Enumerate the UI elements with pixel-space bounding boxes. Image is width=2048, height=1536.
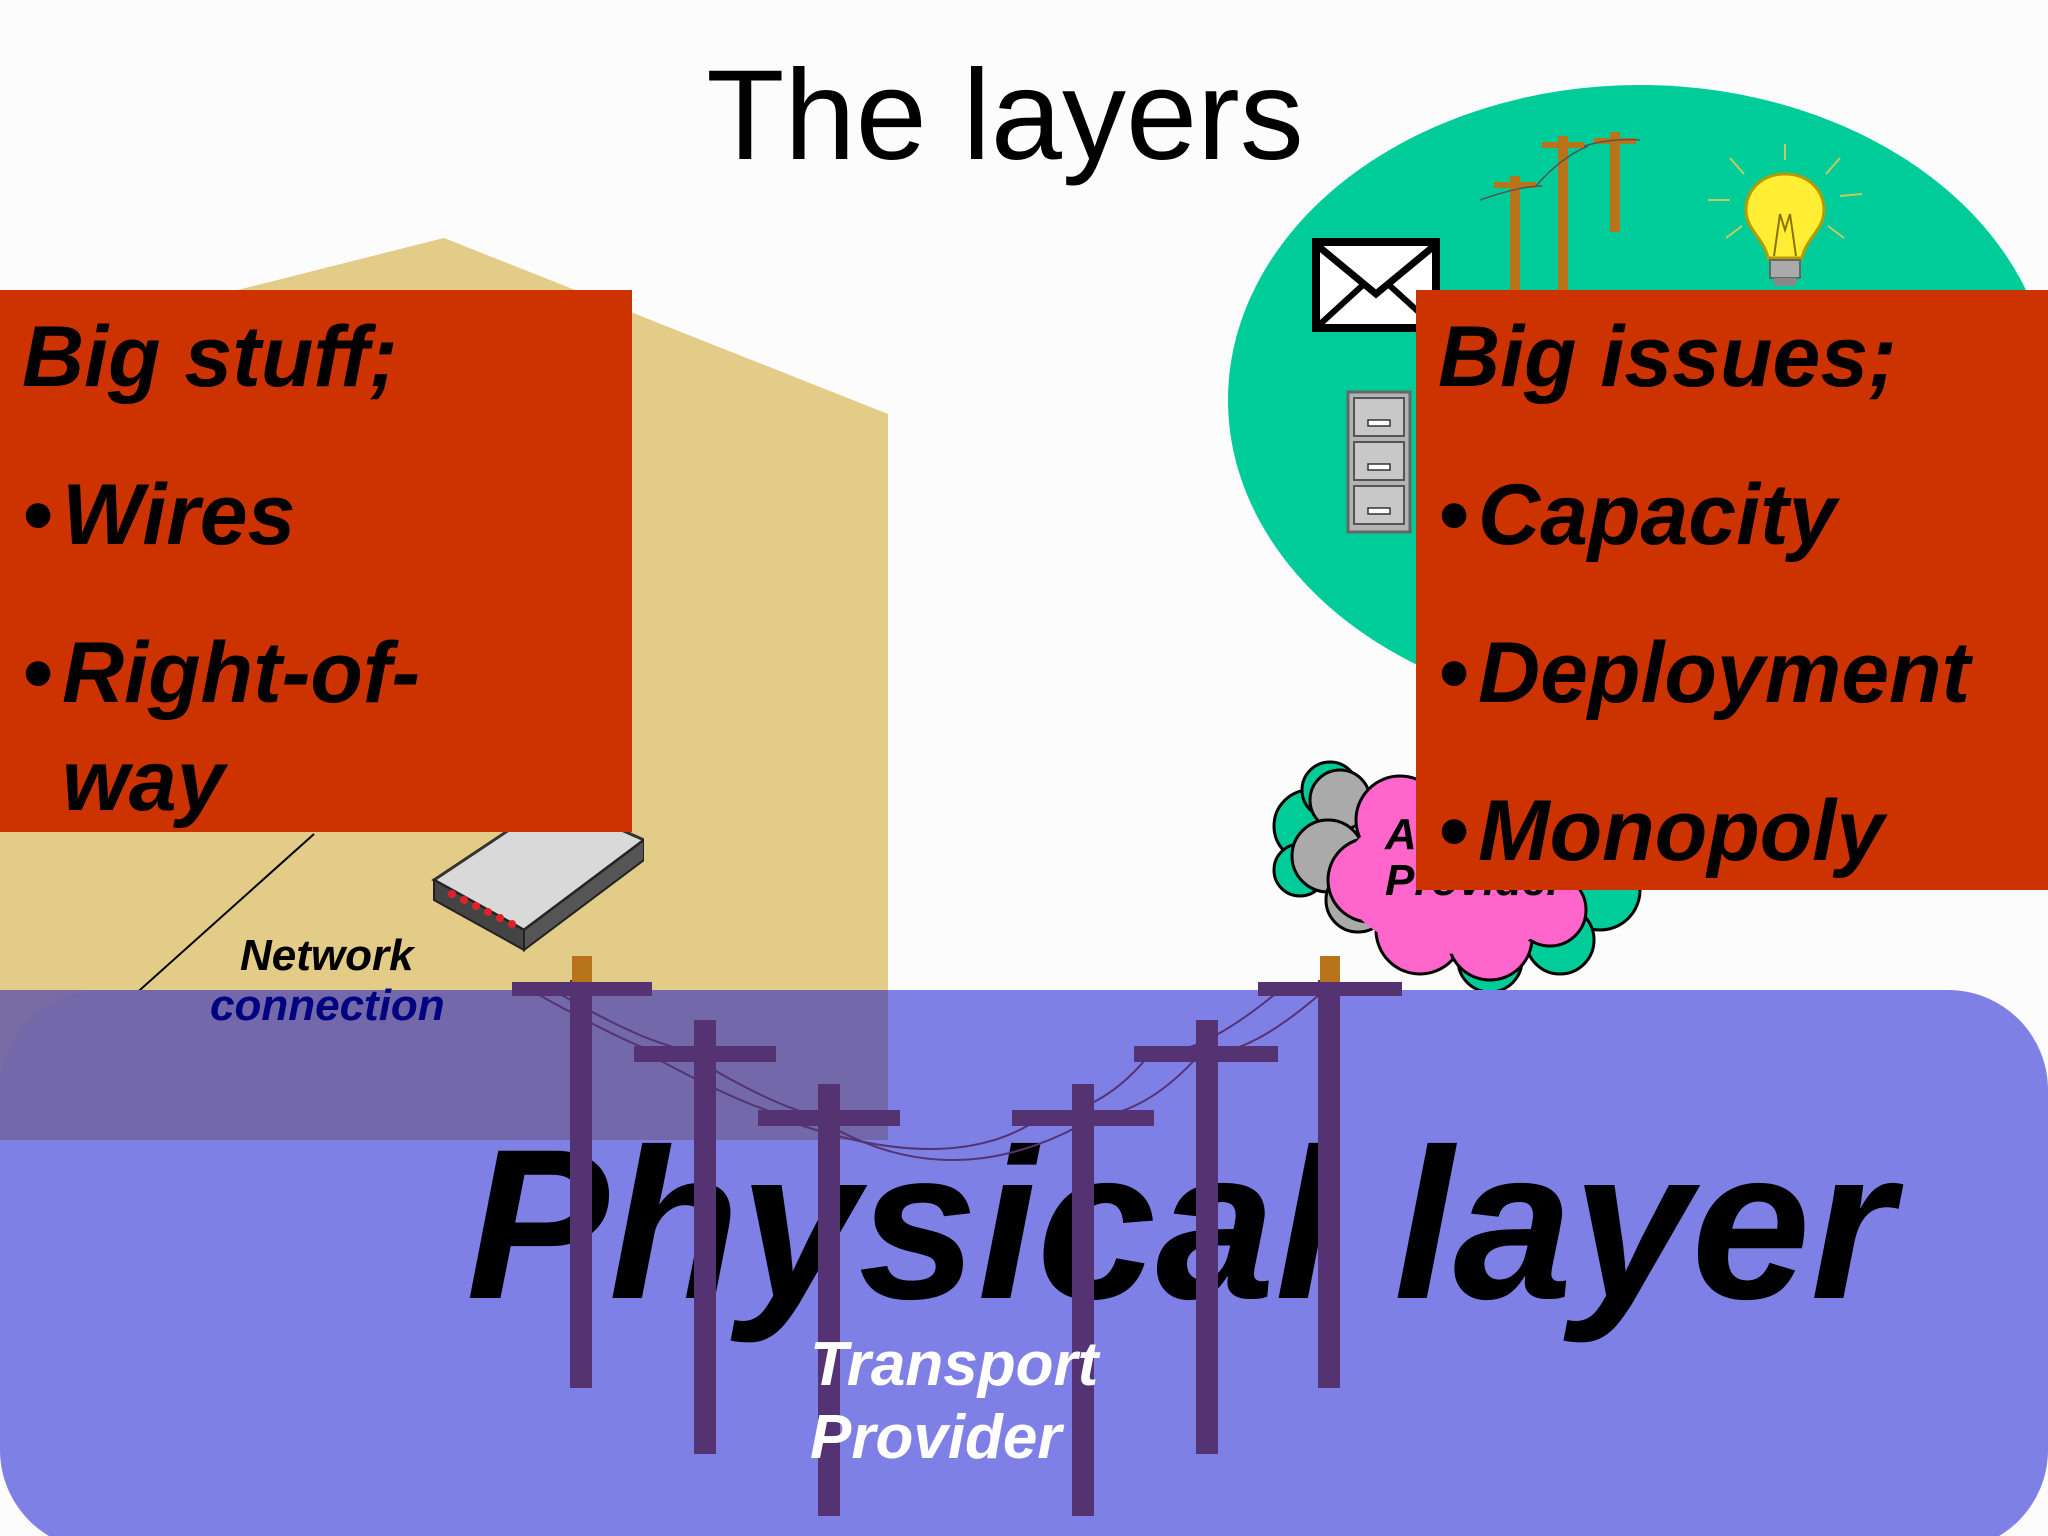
- file-cabinet-icon: [1346, 390, 1412, 534]
- right-box-edge: [1416, 780, 2048, 890]
- light-bulb-icon: [1708, 144, 1863, 286]
- app-provider-label-line1: A: [1385, 810, 1417, 859]
- left-box-heading: Big stuff;: [22, 309, 398, 405]
- left-bullet-text: Right-of-: [62, 625, 421, 721]
- right-box-last-bullet: •Monopoly: [1438, 783, 1885, 879]
- transport-provider-label: Transport Provider: [810, 1328, 1098, 1474]
- left-bullet-continuation: way: [62, 733, 225, 829]
- slide-title: The layers: [706, 44, 1304, 187]
- right-bullet-text: Deployment: [1478, 625, 1971, 721]
- left-bullet-right-of-way: •Right-of-: [22, 625, 421, 721]
- right-bullet-text-overlay: Monopoly: [1478, 783, 1885, 879]
- right-bullet-text: Capacity: [1478, 467, 1837, 563]
- transport-label-line1: Transport: [810, 1330, 1099, 1399]
- network-label-line1: Network: [240, 931, 414, 980]
- left-info-box: Big stuff; •Wires •Right-of- way: [0, 290, 632, 832]
- left-bullet-wires: •Wires: [22, 467, 296, 563]
- utility-pole-icon: [1480, 132, 1641, 296]
- network-label-line2: connection: [210, 981, 445, 1030]
- right-bullet-deployment: •Deployment: [1438, 625, 1971, 721]
- right-bullet-capacity: •Capacity: [1438, 467, 1837, 563]
- right-info-box: Big issues; •Capacity •Deployment •Monop…: [1416, 290, 2048, 890]
- transport-label-line2: Provider: [810, 1403, 1062, 1473]
- left-bullet-text: Wires: [62, 467, 296, 563]
- right-box-heading: Big issues;: [1438, 309, 1897, 405]
